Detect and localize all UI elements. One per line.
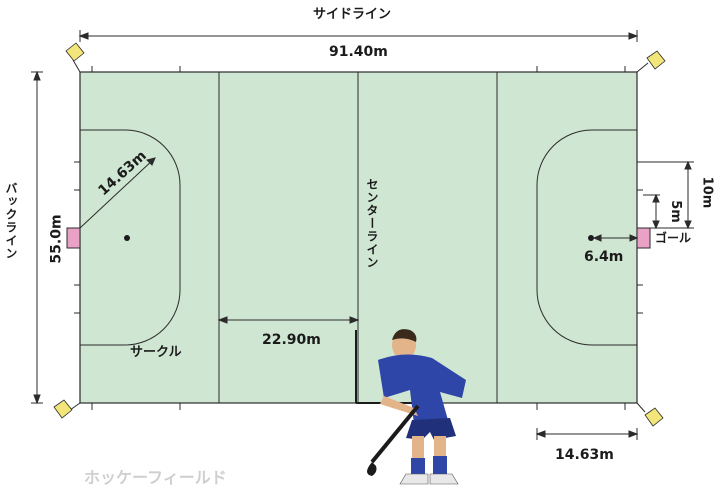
caption-ghost-background <box>80 452 268 488</box>
left-tick-marks <box>74 161 80 314</box>
field-width-dimension <box>31 70 43 405</box>
top-tick-marks <box>91 66 626 72</box>
field-length-dimension <box>78 30 639 42</box>
twenty-three-m-label: 22.90m <box>262 332 321 348</box>
ten-m-dimension <box>643 160 694 230</box>
center-line-label: センターライン <box>365 178 379 269</box>
back-line-label: バックライン <box>4 182 18 260</box>
ten-m-label: 10m <box>699 176 715 209</box>
penalty-spot-label: 6.4m <box>584 249 624 265</box>
circle-radius-arrow <box>79 157 156 229</box>
penalty-spot-dimension <box>592 234 639 242</box>
right-tick-marks <box>637 161 643 314</box>
field-length-label: 91.40m <box>329 44 388 60</box>
corner-flag-top-left <box>65 42 85 73</box>
side-line-label: サイドライン <box>313 7 392 22</box>
left-goal <box>66 227 81 249</box>
right-goal <box>636 227 651 249</box>
left-circle <box>80 129 181 346</box>
right-circle-dimension <box>535 428 639 440</box>
left-penalty-spot <box>124 235 130 241</box>
five-m-dimension <box>643 193 660 230</box>
field-width-label: 55.0m <box>48 214 65 264</box>
corner-flag-bottom-left <box>53 399 81 419</box>
five-m-label: 5m <box>667 200 683 223</box>
goal-label: ゴール <box>655 231 692 245</box>
hockey-player-illustration <box>355 329 466 485</box>
right-penalty-spot <box>588 235 594 241</box>
twenty-three-m-dimension <box>217 316 360 324</box>
corner-flag-bottom-right <box>636 402 664 427</box>
caption-partial: ホッケーフィールド <box>84 470 227 486</box>
right-circle <box>536 129 637 346</box>
circle-label: サークル <box>130 345 182 360</box>
corner-flag-top-right <box>636 50 666 73</box>
right-circle-dimension-label: 14.63m <box>555 447 614 463</box>
bottom-tick-marks <box>91 403 626 410</box>
